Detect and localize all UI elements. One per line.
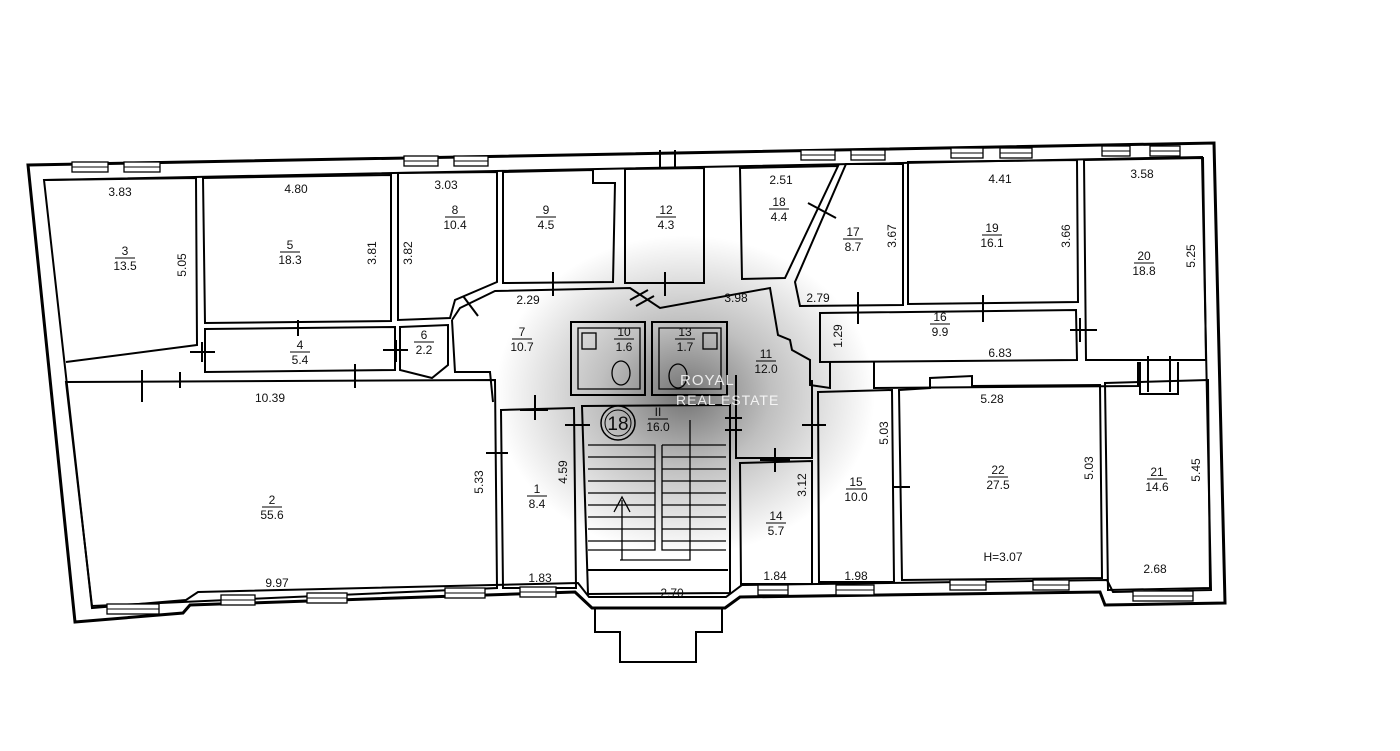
- room-number: 21: [1150, 465, 1164, 479]
- dimension-label: 3.67: [885, 224, 899, 248]
- room-area: 2.2: [416, 343, 433, 357]
- room-label: 255.6: [260, 493, 284, 522]
- room-number: 3: [122, 244, 129, 258]
- room-label: 94.5: [536, 203, 556, 232]
- room-area: 8.4: [529, 497, 546, 511]
- room-area: 13.5: [113, 259, 137, 273]
- room-label: 45.4: [290, 338, 310, 367]
- room-number: 19: [985, 221, 999, 235]
- room-area: 4.3: [658, 218, 675, 232]
- room-number: 22: [991, 463, 1005, 477]
- room-label: 124.3: [656, 203, 676, 232]
- room-label: 178.7: [843, 225, 863, 254]
- dimension-label: 3.66: [1059, 224, 1073, 248]
- room-number: 15: [849, 475, 863, 489]
- dimension-label: 3.83: [108, 185, 132, 199]
- dimension-label: 6.83: [988, 346, 1012, 360]
- room-area: 27.5: [986, 478, 1010, 492]
- room-area: 14.6: [1145, 480, 1169, 494]
- dimension-label: 3.58: [1130, 167, 1154, 181]
- room-label: 313.5: [113, 244, 137, 273]
- room-area: 8.7: [845, 240, 862, 254]
- entrance-porch: [594, 608, 723, 663]
- room-area: 4.5: [538, 218, 555, 232]
- dimension-label: 2.70: [660, 586, 684, 600]
- dimension-label: 1.98: [844, 569, 868, 583]
- outer-walls: [26, 141, 1227, 624]
- dimension-label: 1.84: [763, 569, 787, 583]
- room-labels: 18.4255.6313.545.4518.362.2710.7810.494.…: [113, 195, 1169, 538]
- room-area: 55.6: [260, 508, 284, 522]
- room-number: 2: [269, 493, 276, 507]
- room-number: 20: [1137, 249, 1151, 263]
- room-area: 10.4: [443, 218, 467, 232]
- dimension-label: 4.41: [988, 172, 1012, 186]
- dimension-label: 5.45: [1189, 458, 1203, 482]
- ceiling-height: H=3.07: [983, 550, 1022, 564]
- room-number: 8: [452, 203, 459, 217]
- room-number: 5: [287, 238, 294, 252]
- dimension-label: 5.05: [175, 253, 189, 277]
- room-area: 10.0: [844, 490, 868, 504]
- dimension-label: 2.68: [1143, 562, 1167, 576]
- dimension-label: 10.39: [255, 391, 285, 405]
- watermark-line1: ROYAL: [680, 372, 735, 389]
- room-label: 169.9: [930, 310, 950, 339]
- dimension-label: 5.03: [877, 421, 891, 445]
- room-area: 16.1: [980, 236, 1004, 250]
- dimension-label: 3.03: [434, 178, 458, 192]
- room-area: 4.4: [771, 210, 788, 224]
- room-number: 4: [297, 338, 304, 352]
- dimension-label: 5.03: [1082, 456, 1096, 480]
- room-label: 810.4: [443, 203, 467, 232]
- dimension-label: 1.83: [528, 571, 552, 585]
- windows: [71, 145, 1194, 615]
- dimension-label: 5.25: [1184, 244, 1198, 268]
- room-number: 12: [659, 203, 673, 217]
- dimension-label: 5.33: [472, 470, 486, 494]
- room-area: 18.3: [278, 253, 302, 267]
- room-number: 9: [543, 203, 550, 217]
- dimension-label: 9.97: [265, 576, 289, 590]
- watermark: ROYAL REAL ESTATE: [495, 235, 875, 555]
- dimension-label: 2.51: [769, 173, 793, 187]
- watermark-line2: REAL ESTATE: [676, 392, 779, 408]
- room-label: 62.2: [414, 328, 434, 357]
- room-number: 6: [421, 328, 428, 342]
- dimension-label: 3.81: [365, 241, 379, 265]
- room-number: 18: [772, 195, 786, 209]
- room-number: 17: [846, 225, 860, 239]
- room-label: 184.4: [769, 195, 789, 224]
- dimension-label: 4.80: [284, 182, 308, 196]
- dimension-label: 3.82: [401, 241, 415, 265]
- room-label: 518.3: [278, 238, 302, 267]
- room-area: 18.8: [1132, 264, 1156, 278]
- dimension-label: 5.28: [980, 392, 1004, 406]
- room-area: 5.4: [292, 353, 309, 367]
- room-number: 16: [933, 310, 947, 324]
- room-area: 9.9: [932, 325, 949, 339]
